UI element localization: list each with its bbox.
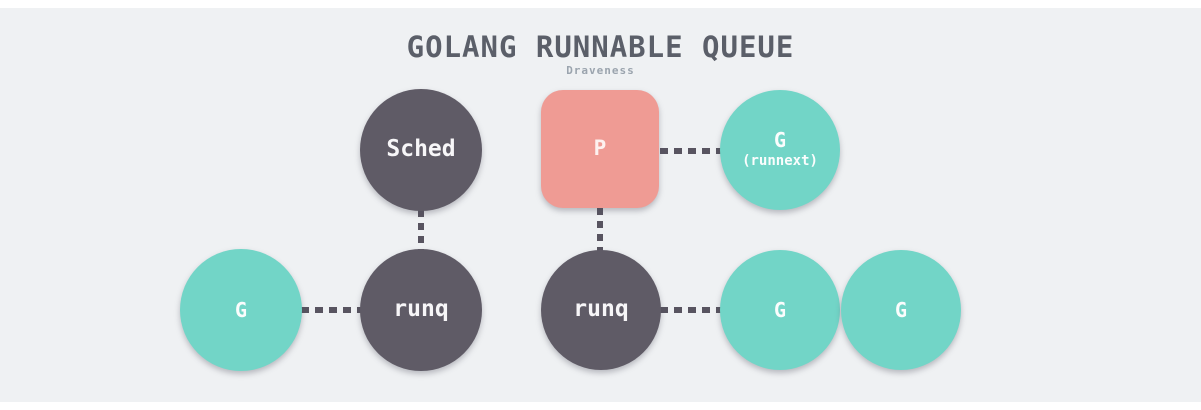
node-g-right-label: G (894, 298, 908, 322)
diagram-subtitle: Draveness (566, 64, 635, 77)
bottom-margin-strip (0, 402, 1201, 410)
edge-runq-center-to-g-center (660, 307, 722, 313)
node-p-label: P (593, 136, 607, 161)
node-runq-center-label: runq (573, 296, 629, 323)
node-g-runnext-label: G (773, 128, 787, 153)
diagram-title: GOLANG RUNNABLE QUEUE (406, 30, 795, 64)
node-g-left: G (180, 249, 302, 371)
node-g-center: G (720, 250, 840, 370)
edge-sched-to-runq-left (418, 210, 424, 252)
node-g-runnext: G (runnext) (720, 90, 840, 210)
node-runq-left-label: runq (393, 296, 449, 323)
node-g-right: G (841, 250, 961, 370)
edge-p-to-runq-center (597, 208, 603, 252)
edge-g-left-to-runq-left (301, 307, 362, 313)
edge-p-to-g-runnext (660, 148, 722, 154)
node-g-left-label: G (234, 298, 248, 322)
node-runq-center: runq (541, 250, 661, 370)
node-g-center-label: G (773, 298, 787, 322)
node-sched-label: Sched (386, 136, 456, 163)
node-runq-left: runq (360, 249, 482, 371)
top-margin-strip (0, 0, 1201, 8)
node-sched: Sched (360, 89, 482, 211)
node-g-runnext-sublabel: (runnext) (742, 153, 818, 170)
node-p: P (541, 90, 659, 208)
